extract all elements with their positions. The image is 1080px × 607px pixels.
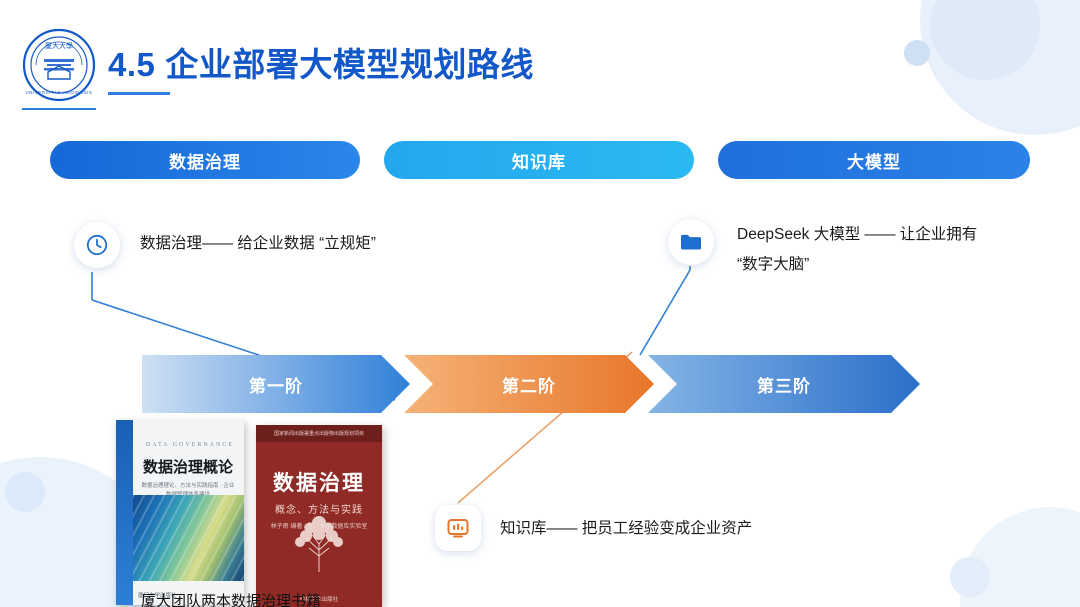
pill-knowledge-base: 知识库 [384,141,694,179]
decorative-blob-bottom-left-2 [5,472,45,512]
book-cover-data-governance: 国家新闻出版署重点出版物出版规划项目 数据治理 概念、方法与实践 林子雨 编著 … [256,425,382,607]
decorative-blob-top-right-1 [920,0,1080,135]
book2-publisher: 机械工业出版社 [299,597,339,603]
decorative-blob-top-right-3 [904,40,930,66]
book2-banner: 国家新闻出版署重点出版物出版规划项目 [256,425,382,442]
stage-chevron-1: 第一阶 [142,355,410,413]
book2-title: 数据治理 [273,472,365,495]
decorative-blob-top-right-2 [930,0,1040,80]
book1-title: 数据治理概论 [142,459,233,476]
book2-subtitle: 概念、方法与实践 [275,505,363,516]
stage-chevron-2: 第二阶 [404,355,654,413]
book1-spine [116,420,133,605]
book1-cover-art [133,495,244,581]
pill-label-1: 数据治理 [169,152,241,172]
pill-label-3: 大模型 [847,152,901,172]
pill-large-model: 大模型 [718,141,1030,179]
svg-text:UNIVERSITAS AMOIENSIS: UNIVERSITAS AMOIENSIS [26,90,93,95]
page-title-number: 4.5 [108,46,156,83]
page-title-text: 企业部署大模型规划路线 [165,46,534,83]
clock-icon [74,222,120,268]
pill-data-governance: 数据治理 [50,141,360,179]
stage-label-3: 第三阶 [757,376,811,396]
logo-underline [22,108,96,110]
decorative-blob-bottom-right-2 [950,557,990,597]
stage-chevron-3: 第三阶 [648,355,920,413]
stage-label-1: 第一阶 [249,376,303,396]
decorative-blob-bottom-right-1 [960,507,1080,607]
svg-text:厦大大學: 厦大大學 [45,41,73,50]
note-large-model-line2: “数字大脑” [737,256,810,273]
pill-label-2: 知识库 [512,152,566,172]
chart-bar-icon [435,505,481,551]
folder-icon [668,219,714,265]
stage-label-2: 第二阶 [502,376,556,396]
note-data-governance: 数据治理—— 给企业数据 “立规矩” [140,235,376,252]
note-large-model-line1: DeepSeek 大模型 —— 让企业拥有 [737,226,978,243]
book2-tree-illustration [280,510,358,577]
title-underline [108,92,170,95]
book-cover-data-governance-intro: DATA GOVERNANCE 数据治理概论 数据治理理论、方法与实践指南 · … [116,420,244,605]
note-knowledge-base: 知识库—— 把员工经验变成企业资产 [500,520,753,537]
university-seal-icon: 厦大大學 UNIVERSITAS AMOIENSIS [22,28,96,102]
book1-english-title: DATA GOVERNANCE [146,442,235,448]
books-caption: 厦大团队两本数据治理书籍 [141,593,322,607]
book1-publisher: 厦门大学出版社 [138,593,177,599]
